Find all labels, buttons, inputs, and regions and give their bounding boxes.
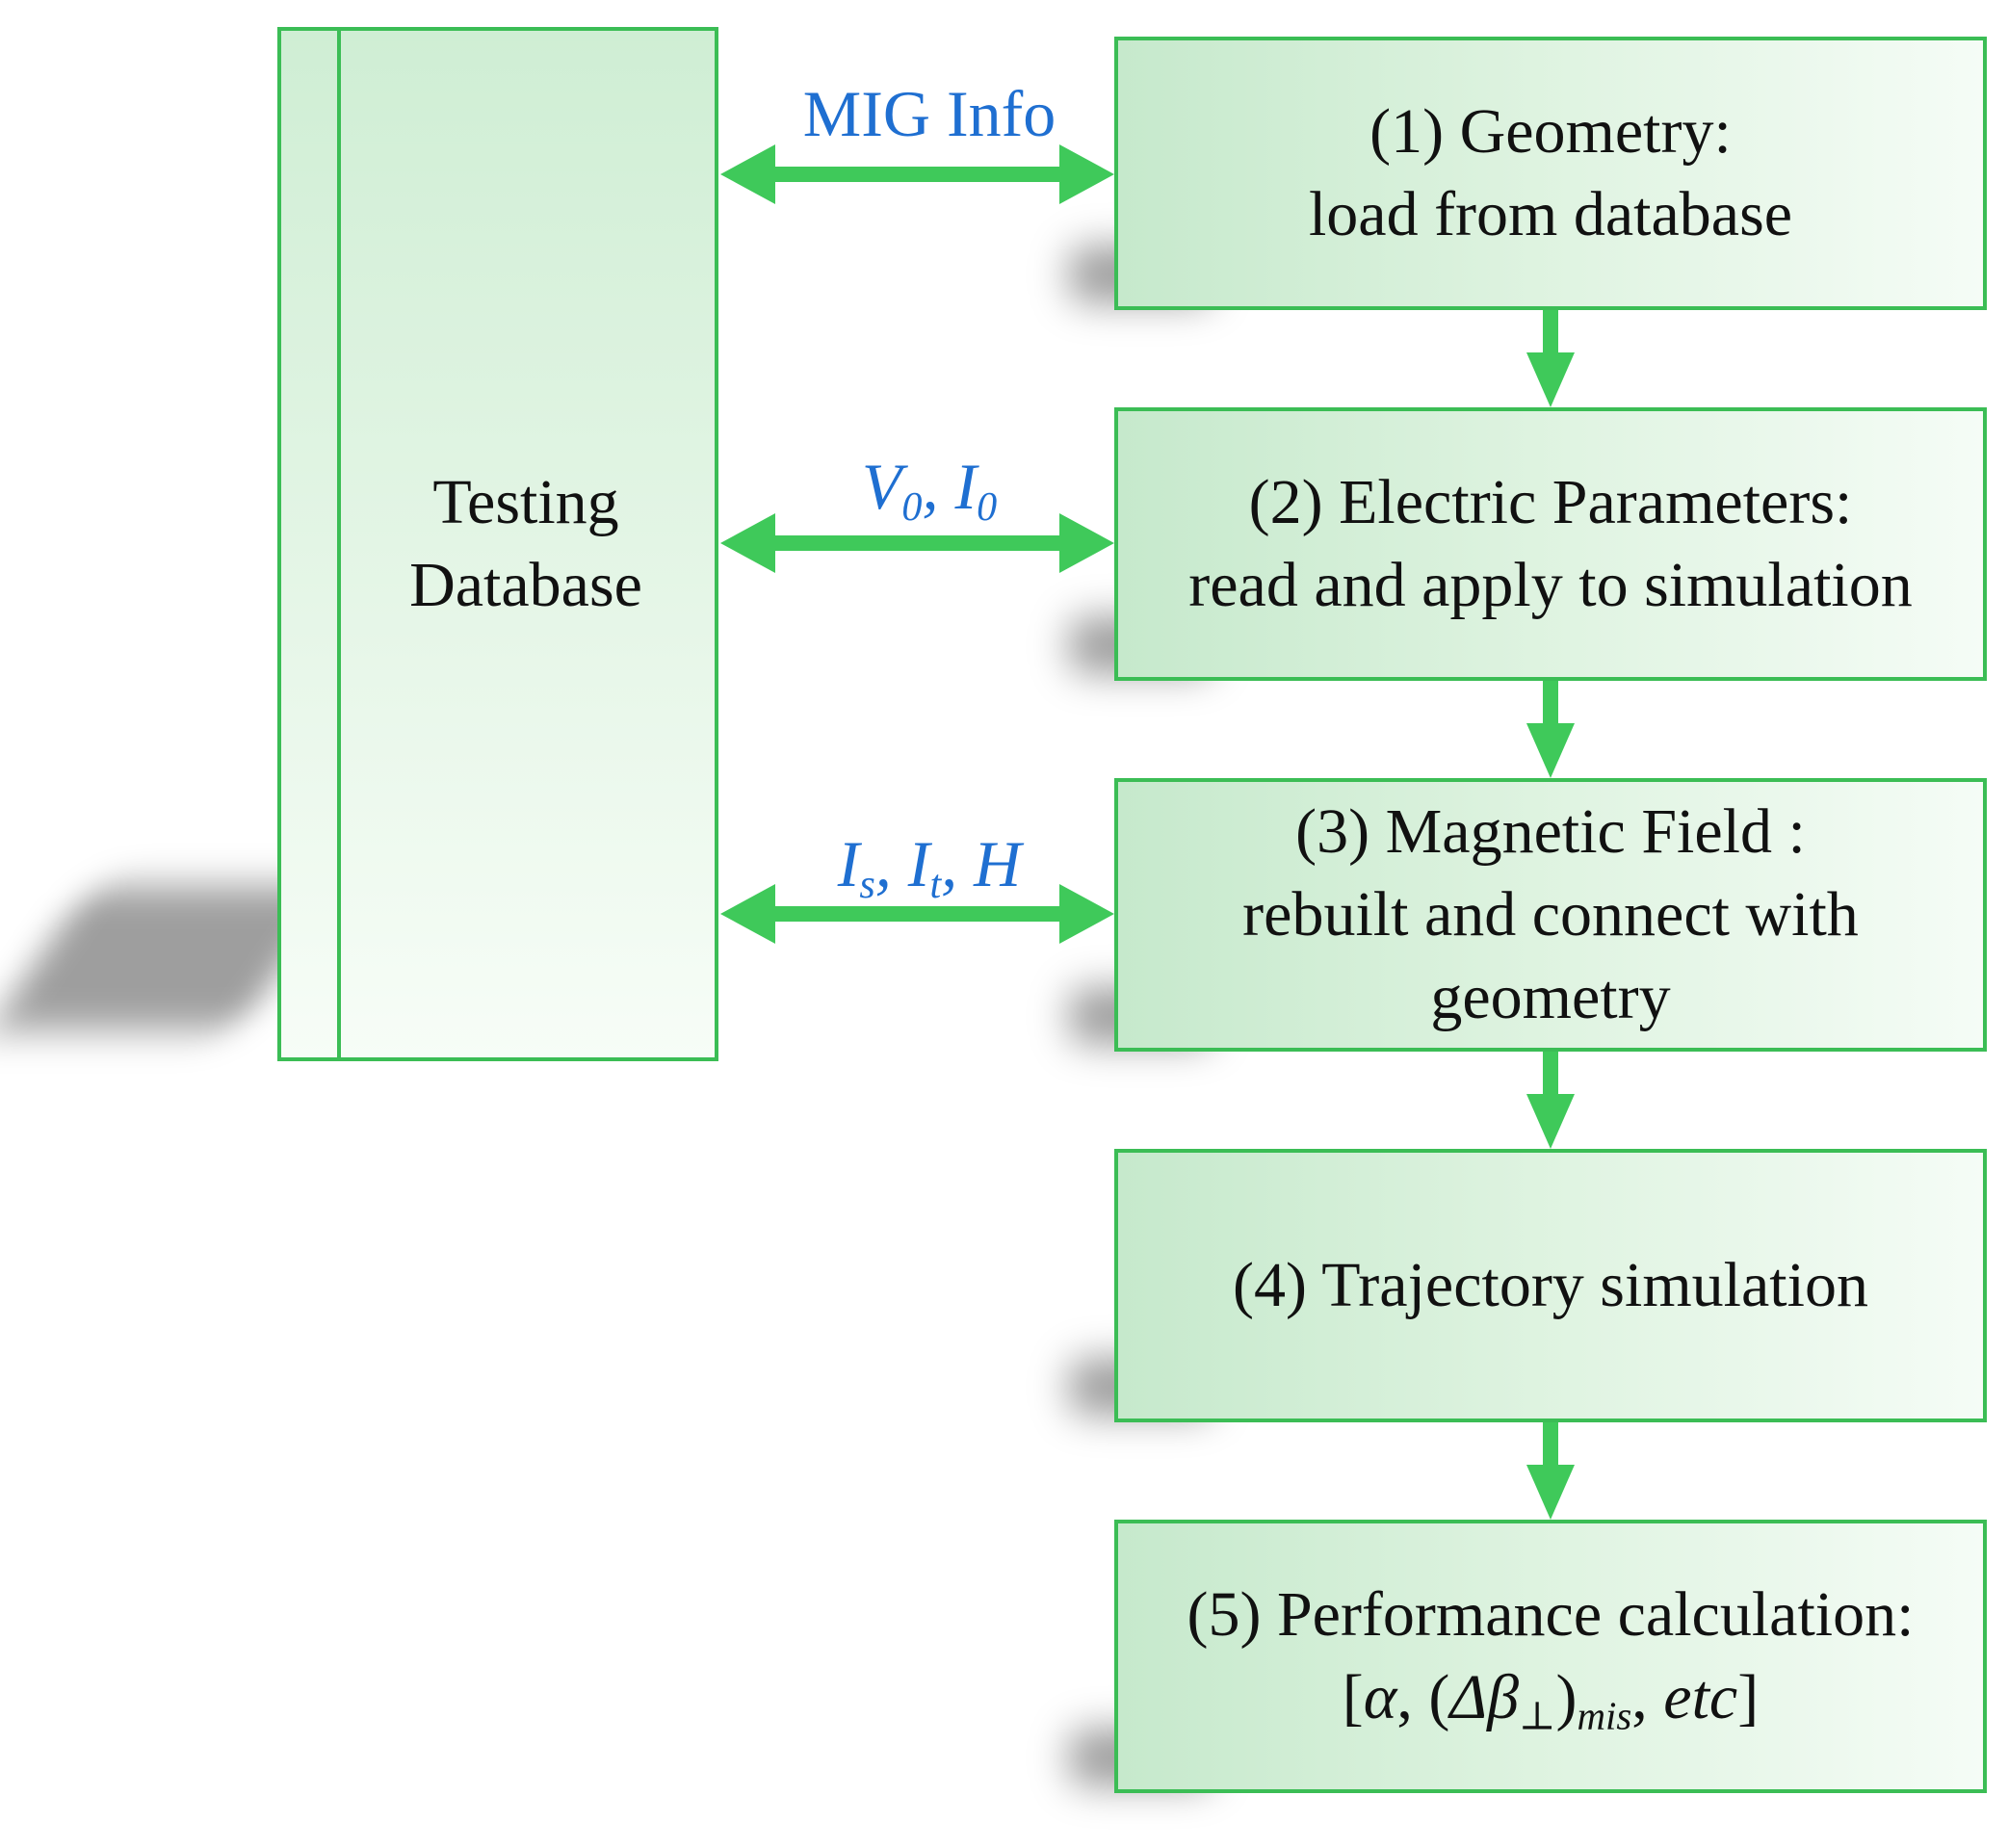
step3-desc-line2: geometry [1430, 962, 1671, 1032]
step3-to-step4-arrow [1526, 1052, 1575, 1149]
database-label-line1: Testing [432, 467, 619, 537]
step4-to-step5-arrow [1526, 1422, 1575, 1520]
step4-trajectory-box: (4) Trajectory simulation [1114, 1149, 1987, 1422]
formula-alpha: α [1363, 1662, 1397, 1732]
is-symbol: I [837, 827, 860, 900]
formula-open-bracket: [ [1342, 1662, 1364, 1732]
step5-formula: [α, (Δβ⊥)mis, etc] [1343, 1656, 1759, 1739]
v0-symbol: V [861, 450, 902, 523]
step3-magnetic-field-box: (3) Magnetic Field : rebuilt and connect… [1114, 778, 1987, 1052]
step1-desc: load from database [1308, 179, 1793, 249]
database-side-strip [281, 31, 341, 1057]
formula-etc: etc [1663, 1662, 1738, 1732]
step5-performance-box: (5) Performance calculation: [α, (Δβ⊥)mi… [1114, 1520, 1987, 1793]
formula-comma2: , [1631, 1662, 1664, 1732]
mig-info-label: MIG Info [802, 77, 1056, 150]
step2-to-step3-arrow [1526, 681, 1575, 778]
step5-title: (5) Performance calculation: [1187, 1579, 1915, 1650]
step3-title: (3) Magnetic Field : [1295, 796, 1806, 867]
formula-comma1: , ( [1396, 1662, 1450, 1732]
step2-title: (2) Electric Parameters: [1248, 467, 1853, 537]
step2-electric-parameters-box: (2) Electric Parameters: read and apply … [1114, 407, 1987, 681]
label-separator-2: , [874, 827, 908, 900]
step4-title: (4) Trajectory simulation [1233, 1250, 1868, 1320]
formula-mis-sub: mis [1577, 1694, 1632, 1738]
v0-i0-label: V0, I0 [732, 448, 1127, 527]
v0-subscript: 0 [901, 483, 923, 530]
formula-delta-beta: Δβ [1449, 1662, 1519, 1732]
is-subscript: s [859, 861, 875, 907]
it-symbol: I [907, 827, 930, 900]
label-separator-3: , [941, 827, 975, 900]
database-label: Testing Database [337, 31, 715, 1057]
step3-desc-line1: rebuilt and connect with [1242, 879, 1859, 950]
h-symbol: H [974, 827, 1022, 900]
v0-i0-double-arrow [720, 513, 1114, 573]
testing-database-box: Testing Database [277, 27, 718, 1061]
i0-symbol: I [954, 450, 978, 523]
step1-geometry-box: (1) Geometry: load from database [1114, 37, 1987, 310]
step1-title: (1) Geometry: [1369, 96, 1732, 167]
it-subscript: t [929, 861, 942, 907]
mig-info-double-arrow [720, 144, 1114, 204]
formula-close-paren: ) [1555, 1662, 1578, 1732]
formula-perp-sub: ⊥ [1519, 1694, 1556, 1738]
label-separator-1: , [922, 450, 955, 523]
i0-subscript: 0 [977, 483, 998, 530]
step2-desc: read and apply to simulation [1188, 550, 1913, 620]
is-it-h-label: Is, It, H [732, 825, 1127, 904]
database-label-line2: Database [409, 550, 642, 620]
is-it-h-double-arrow [720, 884, 1114, 944]
step1-to-step2-arrow [1526, 310, 1575, 407]
formula-close-bracket: ] [1737, 1662, 1760, 1732]
